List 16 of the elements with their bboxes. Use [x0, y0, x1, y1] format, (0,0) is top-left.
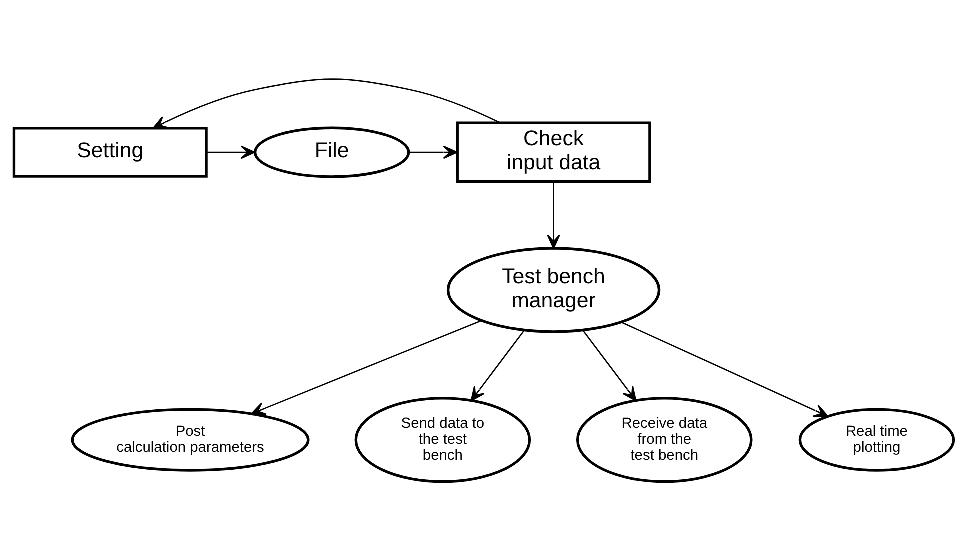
- node-box: Setting: [12, 126, 208, 178]
- arrow: [251, 320, 482, 415]
- arrow: [547, 182, 560, 249]
- arrow: [152, 78, 501, 129]
- node-ellipse: Receive data from the test bench: [576, 396, 753, 483]
- arrow: [470, 329, 526, 402]
- arrow: [582, 329, 637, 402]
- node-ellipse: Send data to the test bench: [354, 396, 532, 483]
- node-box: Check input data: [456, 121, 652, 183]
- arrow: [409, 145, 458, 159]
- node-ellipse: Real time plotting: [798, 408, 956, 472]
- arrow: [620, 321, 829, 417]
- arrow: [206, 145, 256, 159]
- node-ellipse: File: [254, 126, 410, 178]
- node-ellipse: Test bench manager: [446, 246, 661, 333]
- node-ellipse: Post calculation parameters: [71, 408, 310, 472]
